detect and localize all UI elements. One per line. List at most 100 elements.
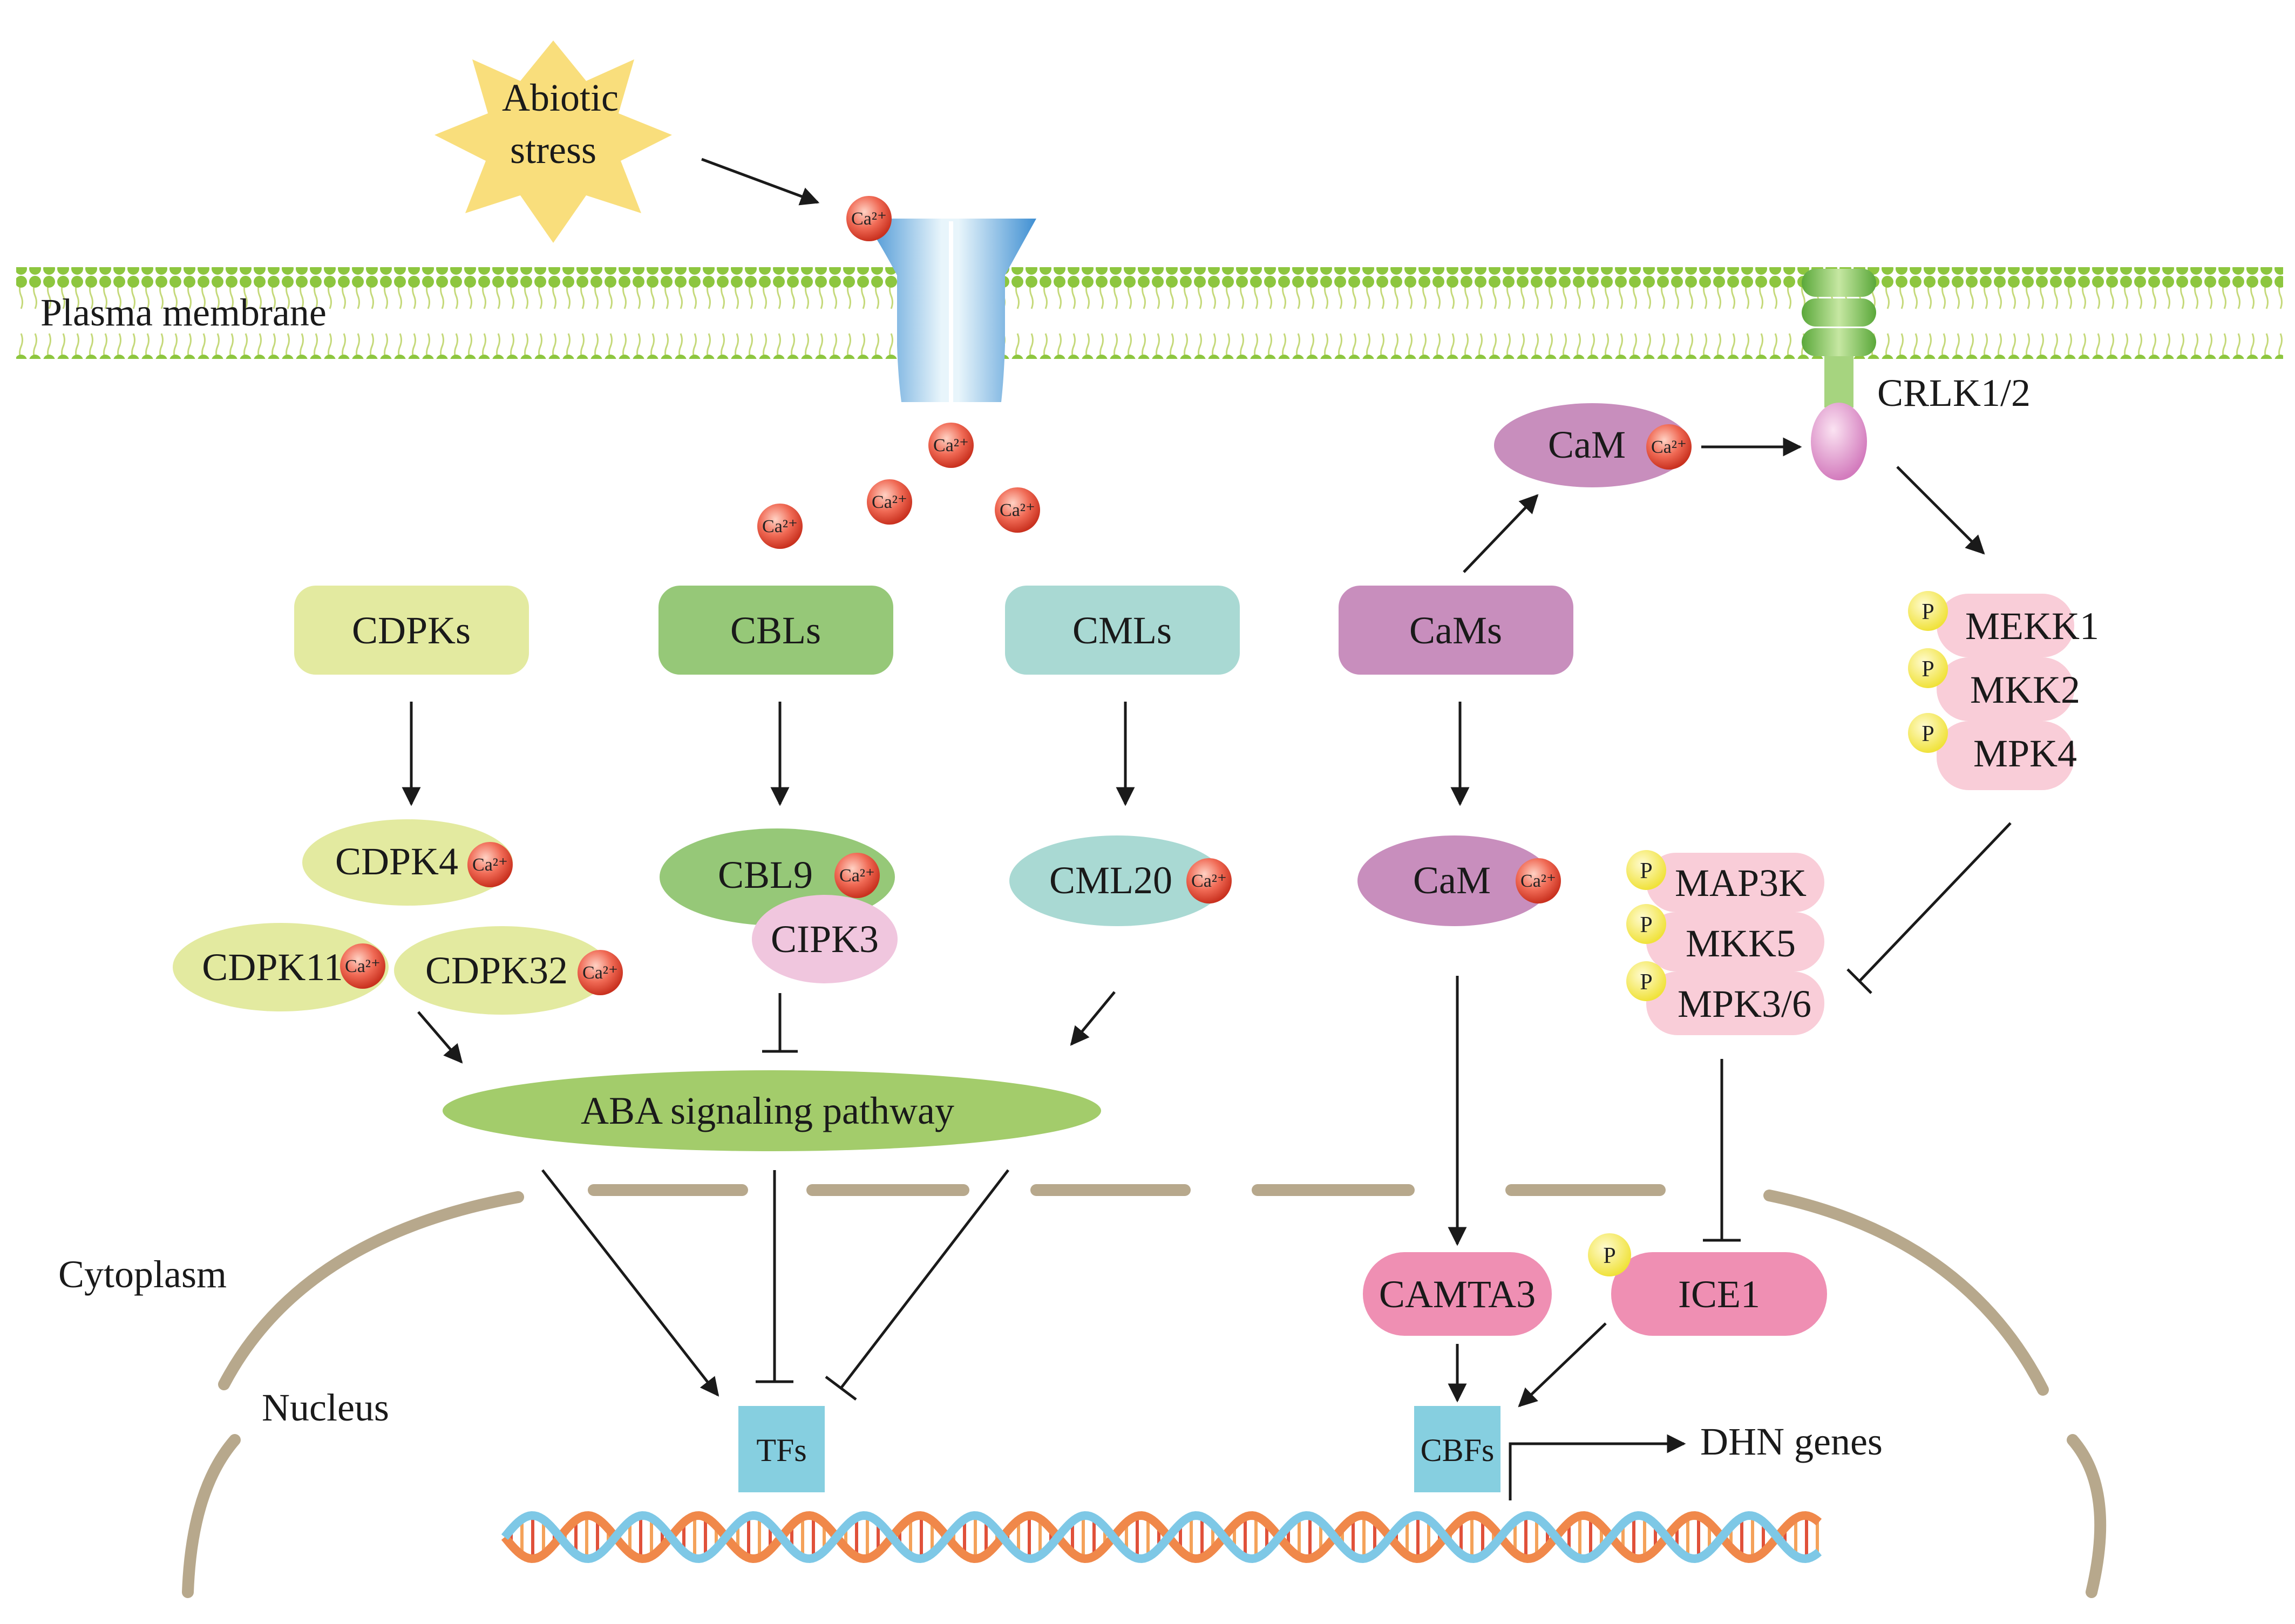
- phospho-group: P: [1908, 591, 1948, 631]
- svg-text:CAMTA3: CAMTA3: [1379, 1273, 1536, 1316]
- cams-to-cam-arrow: [1463, 494, 1539, 573]
- svg-text:CaMs: CaMs: [1409, 609, 1502, 652]
- svg-text:Ca²⁺: Ca²⁺: [1191, 871, 1227, 891]
- svg-text:CDPK11: CDPK11: [202, 946, 343, 989]
- calcium-ion: Ca²⁺: [1646, 424, 1692, 470]
- cdpk11: CDPK11: [173, 923, 389, 1011]
- calcium-ion: Ca²⁺: [928, 423, 974, 468]
- mpk4: MPK4: [1937, 721, 2077, 790]
- cmls-box: CMLs: [1005, 586, 1240, 675]
- svg-text:stress: stress: [510, 128, 596, 172]
- svg-text:Ca²⁺: Ca²⁺: [582, 963, 618, 983]
- cam-lower: CaM: [1357, 835, 1552, 926]
- phospho-group: P: [1626, 961, 1666, 1001]
- mpk4-inhibits-map3k: [1846, 822, 2012, 994]
- svg-text:Ca²⁺: Ca²⁺: [872, 492, 907, 512]
- abiotic-stress-star: Abiotic stress: [434, 40, 672, 243]
- svg-text:MKK2: MKK2: [1970, 668, 2080, 711]
- aba-inhibits-tfs-side: [825, 1169, 1009, 1401]
- svg-text:P: P: [1603, 1244, 1615, 1268]
- calcium-ion: Ca²⁺: [1516, 858, 1561, 903]
- calcium-ion: Ca²⁺: [995, 487, 1040, 533]
- svg-text:MAP3K: MAP3K: [1675, 861, 1807, 905]
- phospho-group: P: [1588, 1233, 1631, 1276]
- cbfs-to-dhn-arrow: [1509, 1434, 1686, 1500]
- svg-text:Ca²⁺: Ca²⁺: [839, 866, 875, 886]
- mkk2: MKK2: [1937, 657, 2080, 721]
- cipk-inhibits-aba: [762, 993, 798, 1053]
- nucleus-label: Nucleus: [262, 1386, 389, 1429]
- ice1-to-cbfs-arrow: [1518, 1322, 1607, 1408]
- calcium-ion: Ca²⁺: [867, 479, 912, 525]
- svg-text:Ca²⁺: Ca²⁺: [472, 855, 508, 875]
- svg-text:CML20: CML20: [1049, 859, 1172, 902]
- svg-text:CDPK32: CDPK32: [425, 949, 568, 992]
- crlk-to-mekk-arrow: [1896, 466, 1985, 555]
- ice1: ICE1: [1611, 1252, 1827, 1336]
- svg-text:P: P: [1640, 913, 1652, 937]
- cbfs-box: CBFs: [1414, 1406, 1500, 1492]
- svg-text:P: P: [1640, 859, 1652, 884]
- dhn-genes-label: DHN genes: [1700, 1420, 1883, 1463]
- svg-text:Ca²⁺: Ca²⁺: [1000, 500, 1035, 520]
- svg-text:Ca²⁺: Ca²⁺: [1520, 871, 1556, 891]
- svg-text:Ca²⁺: Ca²⁺: [345, 956, 381, 976]
- calcium-ion: Ca²⁺: [467, 842, 513, 887]
- nuclear-envelope: [182, 1184, 2107, 1598]
- plasma-membrane: [16, 267, 2283, 359]
- plasma-membrane-label: Plasma membrane: [40, 291, 327, 334]
- svg-text:Ca²⁺: Ca²⁺: [851, 209, 887, 229]
- aba-activates-tfs-arrow: [541, 1169, 719, 1397]
- crlk-label: CRLK1/2: [1877, 371, 2031, 415]
- cams-box: CaMs: [1339, 586, 1573, 675]
- svg-text:CaM: CaM: [1548, 423, 1626, 466]
- svg-text:MPK3/6: MPK3/6: [1678, 982, 1811, 1025]
- mpk36-inhibits-ice1: [1703, 1059, 1741, 1242]
- phospho-group: P: [1908, 648, 1948, 688]
- svg-text:MKK5: MKK5: [1686, 922, 1796, 965]
- phospho-group: P: [1908, 713, 1948, 753]
- svg-text:Ca²⁺: Ca²⁺: [933, 436, 969, 456]
- mkk5: MKK5: [1646, 912, 1824, 971]
- cml-to-aba-arrow: [1070, 991, 1116, 1046]
- camta3: CAMTA3: [1363, 1252, 1552, 1336]
- svg-text:Abiotic: Abiotic: [502, 76, 619, 119]
- svg-text:CIPK3: CIPK3: [771, 918, 879, 961]
- dna-helix: [501, 1511, 1822, 1564]
- svg-text:MEKK1: MEKK1: [1965, 604, 2099, 648]
- calcium-ion: Ca²⁺: [1186, 858, 1232, 903]
- cbls-box: CBLs: [658, 586, 893, 675]
- cdpks-box: CDPKs: [294, 586, 529, 675]
- calcium-ion: Ca²⁺: [834, 853, 880, 898]
- cml20: CML20: [1009, 835, 1225, 926]
- aba-inhibits-tfs: [756, 1170, 793, 1383]
- svg-text:CMLs: CMLs: [1072, 609, 1172, 652]
- svg-text:CBLs: CBLs: [730, 609, 821, 652]
- svg-text:ICE1: ICE1: [1678, 1273, 1760, 1316]
- cdpk-to-aba-arrow: [417, 1011, 463, 1064]
- stress-to-channel-arrow: [701, 158, 820, 206]
- svg-text:TFs: TFs: [756, 1432, 806, 1468]
- calcium-ion: Ca²⁺: [578, 950, 623, 995]
- calcium-ion: Ca²⁺: [757, 504, 803, 549]
- calcium-ion: Ca²⁺: [846, 196, 892, 241]
- phospho-group: P: [1626, 850, 1666, 890]
- svg-text:CaM: CaM: [1413, 859, 1491, 902]
- cdpk4: CDPK4: [302, 819, 513, 906]
- svg-text:ABA signaling pathway: ABA signaling pathway: [581, 1089, 954, 1132]
- svg-text:Ca²⁺: Ca²⁺: [1651, 437, 1687, 457]
- cdpk32: CDPK32: [394, 926, 610, 1015]
- map3k: MAP3K: [1646, 853, 1824, 912]
- svg-text:CDPK4: CDPK4: [335, 840, 458, 883]
- calcium-channel: [864, 219, 1036, 402]
- svg-text:P: P: [1921, 600, 1934, 624]
- svg-text:P: P: [1921, 657, 1934, 682]
- tfs-box: TFs: [738, 1406, 825, 1492]
- svg-text:MPK4: MPK4: [1973, 732, 2077, 775]
- svg-text:P: P: [1640, 970, 1652, 995]
- svg-text:P: P: [1921, 722, 1934, 746]
- svg-text:CDPKs: CDPKs: [352, 609, 471, 652]
- svg-text:Ca²⁺: Ca²⁺: [762, 517, 798, 536]
- aba-signaling-pathway: ABA signaling pathway: [443, 1070, 1101, 1151]
- cam-upper: CaM: [1494, 403, 1690, 487]
